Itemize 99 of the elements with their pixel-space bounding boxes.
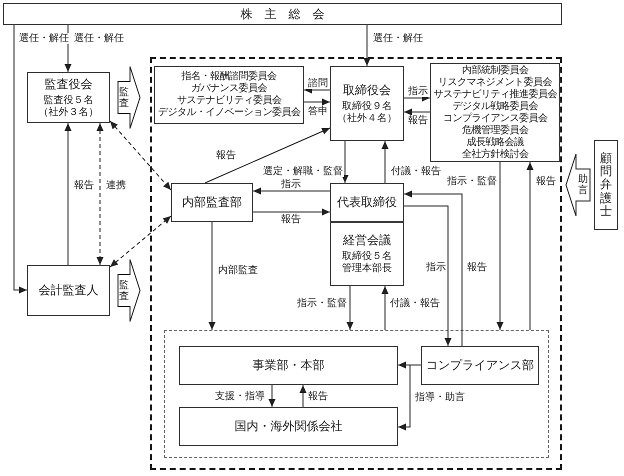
arrow bbox=[252, 208, 330, 216]
org-box bbox=[179, 346, 398, 385]
node-detail: 管理本部長 bbox=[342, 263, 392, 275]
dashed-boundary bbox=[150, 57, 562, 470]
node-title: 国内・海外関係会社 bbox=[234, 419, 342, 434]
node-detail: 監査役５名 bbox=[44, 94, 94, 106]
committee-name: リスクマネジメント委員会 bbox=[438, 76, 552, 88]
arrow bbox=[14, 24, 28, 294]
arrow bbox=[110, 216, 172, 268]
block-arrow bbox=[118, 66, 141, 129]
edge-label: 答申 bbox=[307, 106, 329, 117]
org-box bbox=[421, 346, 539, 385]
committee-name: 成長戦略会議 bbox=[466, 136, 524, 148]
arrow bbox=[404, 94, 430, 102]
arrow bbox=[398, 364, 422, 430]
edge-label: 助言 bbox=[578, 174, 588, 196]
arrow bbox=[404, 206, 452, 346]
committee-name: コンプライアンス委員会 bbox=[442, 112, 548, 124]
edge-label: 付議・報告 bbox=[390, 166, 442, 177]
edge-label: 付議・報告 bbox=[389, 298, 441, 309]
node-title: 会計監査人 bbox=[38, 283, 98, 298]
node-title: コンプライアンス部 bbox=[426, 358, 534, 373]
edge-label: 指示 bbox=[407, 86, 429, 97]
edge-label: 選定・解職・監督 bbox=[262, 166, 344, 177]
edge-label: 監査 bbox=[119, 86, 129, 108]
node-title: 事業部・本部 bbox=[252, 358, 324, 373]
edge-label: 諮問 bbox=[307, 78, 329, 89]
committee-name: デジタル戦略委員会 bbox=[452, 100, 538, 112]
arrow bbox=[204, 128, 330, 184]
arrow bbox=[404, 108, 430, 116]
block-arrow bbox=[565, 154, 590, 216]
edge-label: 監査 bbox=[119, 280, 129, 302]
arrow bbox=[526, 162, 534, 330]
node-title: 内部監査部 bbox=[182, 195, 242, 210]
edge-label: 選任・解任 bbox=[18, 33, 70, 44]
edge-label: 報告 bbox=[535, 176, 557, 187]
edge-label: 指示 bbox=[425, 262, 447, 273]
arrow bbox=[268, 384, 276, 408]
arrow bbox=[64, 122, 72, 266]
org-box bbox=[171, 183, 253, 222]
edge-label: 指示・監督 bbox=[446, 176, 498, 187]
arrow bbox=[110, 120, 172, 190]
edge-label: 選任・解任 bbox=[372, 33, 424, 44]
edge-label: 支援・指導 bbox=[214, 391, 266, 402]
edge-label: 報告 bbox=[215, 150, 237, 161]
committee-name: ガバナンス委員会 bbox=[191, 83, 267, 94]
arrow bbox=[496, 162, 504, 330]
arrow bbox=[364, 24, 370, 66]
edge-label: 指示 bbox=[280, 179, 302, 190]
edge-label: 選任・解任 bbox=[73, 33, 125, 44]
node-detail: （社外３名） bbox=[38, 106, 98, 118]
edge-label: 連携 bbox=[105, 180, 127, 191]
edge-label: 指示・監督 bbox=[296, 298, 348, 309]
committee-name: サステナビリティ推進委員会 bbox=[433, 88, 557, 100]
committee-name: 危機管理委員会 bbox=[462, 124, 528, 136]
committee-name: サステナビリティ委員会 bbox=[176, 95, 282, 106]
arrow bbox=[96, 122, 104, 266]
org-box bbox=[594, 140, 618, 230]
org-box bbox=[154, 66, 304, 124]
node-title: 代表取締役 bbox=[337, 195, 397, 210]
arrow bbox=[342, 140, 348, 184]
arrow bbox=[382, 286, 388, 330]
arrow bbox=[304, 86, 330, 94]
edge-label: 内部監査 bbox=[217, 265, 259, 276]
arrow bbox=[382, 140, 388, 184]
node-title: 株主総会 bbox=[240, 6, 336, 22]
committee-name: 指名・報酬諮問委員会 bbox=[182, 71, 276, 82]
edge-label: 報告 bbox=[407, 115, 429, 126]
org-box bbox=[330, 183, 404, 222]
org-box bbox=[27, 72, 110, 123]
node-title: 経営会議 bbox=[343, 233, 391, 248]
org-box bbox=[330, 66, 404, 141]
node-detail: （社外４名） bbox=[337, 112, 397, 124]
org-box bbox=[330, 222, 404, 286]
org-box bbox=[3, 3, 562, 25]
arrow bbox=[404, 190, 462, 346]
edge-label: 指導・助言 bbox=[414, 392, 466, 403]
committee-name: デジタル・イノベーション委員会 bbox=[158, 107, 300, 119]
edge-label: 報告 bbox=[307, 391, 329, 402]
arrow bbox=[346, 286, 354, 330]
node-title: 監査役会 bbox=[44, 76, 92, 92]
arrow bbox=[252, 188, 330, 194]
node-title: 取締役会 bbox=[343, 82, 391, 98]
org-box bbox=[27, 265, 110, 316]
edge-label: 報告 bbox=[280, 214, 302, 225]
committee-name: 内部統制委員会 bbox=[462, 64, 528, 76]
arrow bbox=[300, 384, 306, 408]
org-box bbox=[430, 63, 560, 162]
dashed-boundary bbox=[164, 330, 549, 458]
org-box bbox=[179, 407, 398, 446]
arrow bbox=[304, 98, 330, 106]
arrow bbox=[208, 222, 216, 330]
edge-label: 報告 bbox=[73, 180, 95, 191]
node-detail: 取締役５名 bbox=[342, 251, 392, 262]
edge-label: 報告 bbox=[466, 262, 488, 273]
block-arrow bbox=[118, 259, 141, 322]
committee-name: 全社方針検討会 bbox=[462, 148, 528, 160]
node-title: 顧問弁護士 bbox=[600, 152, 612, 218]
node-detail: 取締役９名 bbox=[342, 100, 392, 112]
